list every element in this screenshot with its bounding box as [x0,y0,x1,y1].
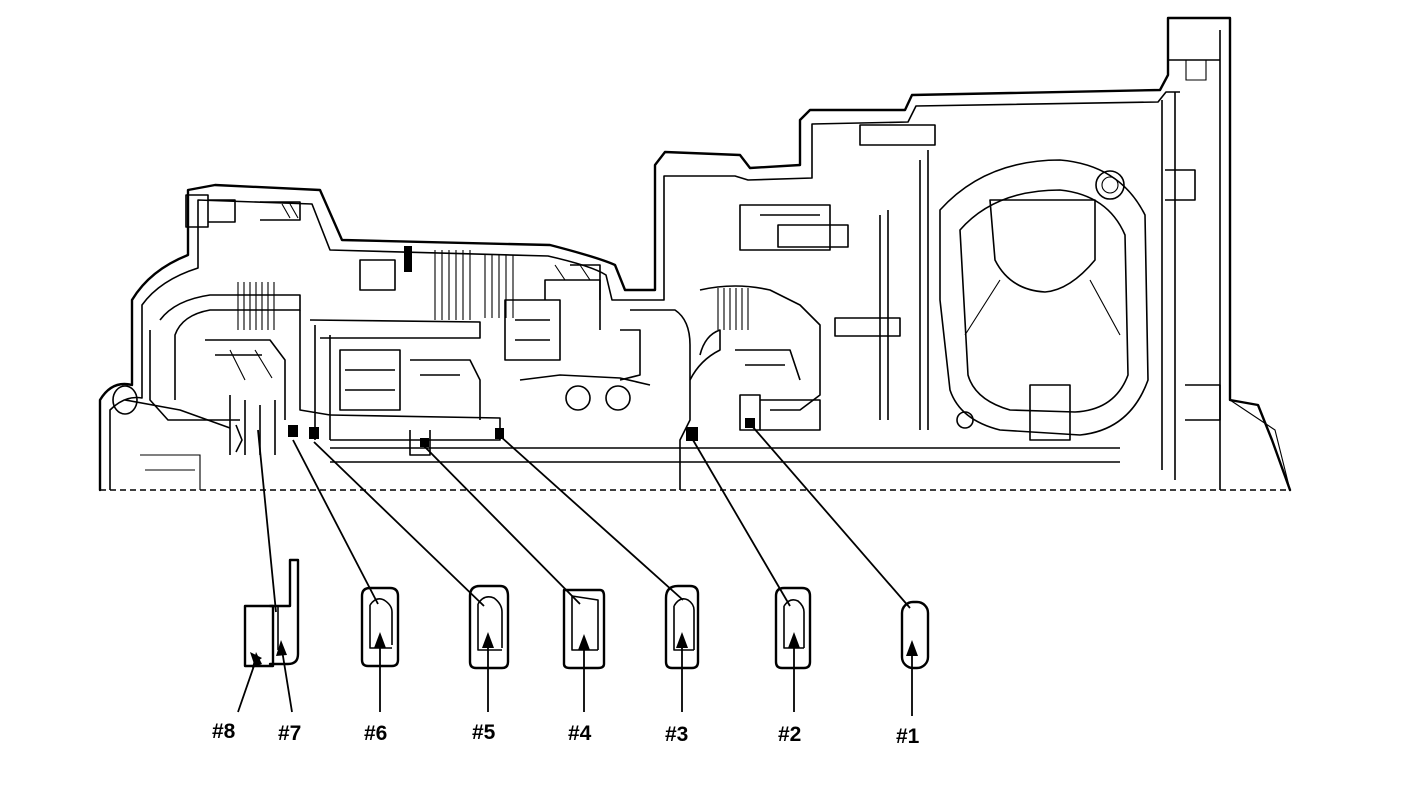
seal-3-location-mark [495,428,504,439]
callout-label-2: #2 [778,723,801,746]
center-clutch-assembly [299,246,651,456]
seal-profile-1 [900,600,930,670]
seal-6-location-mark [309,427,319,439]
mid-drum-assembly [630,204,901,490]
seal-profile-3 [664,584,700,670]
callout-label-7: #7 [278,722,301,745]
seal-1-location-mark [745,418,755,428]
callout-label-1: #1 [896,725,920,748]
callout-label-8: #8 [212,720,236,743]
callout-label-4: #4 [568,722,592,745]
torque-converter-area [859,124,1291,491]
left-clutch-pack [112,282,301,455]
seal-2-location-mark [686,427,698,441]
seal-profile-8-7 [243,558,300,668]
seal-profiles [243,558,930,670]
callout-label-5: #5 [472,721,496,744]
leader-lines [257,425,911,613]
callout-arrows [237,632,918,716]
seal-profile-5 [468,584,510,670]
callout-label-3: #3 [665,723,688,746]
seal-7-location-mark [288,425,298,437]
seal-4-location-mark [420,438,429,447]
callout-labels: #8 #7 #6 #5 #4 #3 #2 #1 [212,720,920,748]
callout-label-6: #6 [364,722,387,745]
seal-profile-2 [774,586,812,670]
transmission-cross-section [98,16,1292,492]
